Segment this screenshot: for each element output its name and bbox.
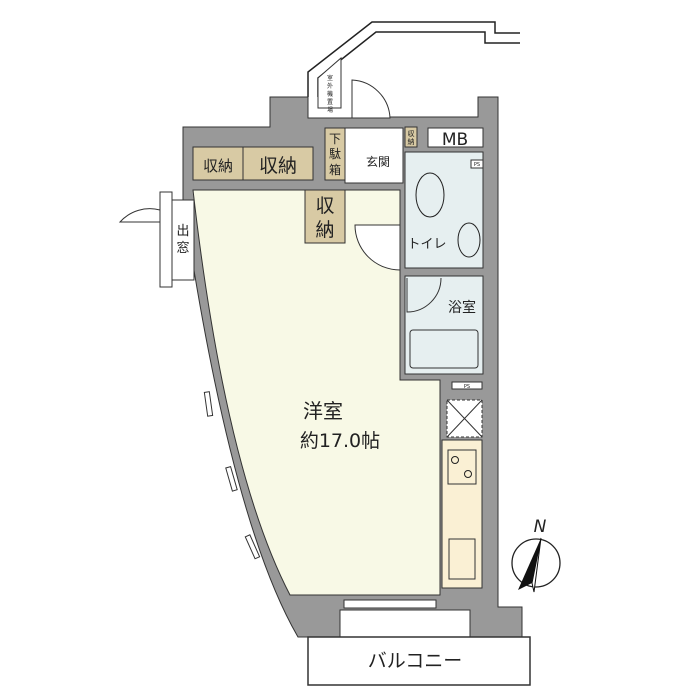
storage-label-1: 収納 (203, 157, 233, 175)
balcony-label: バルコニー (368, 650, 463, 672)
storage-label-3: 収 (315, 195, 334, 217)
bathroom-label: 浴室 (448, 299, 476, 316)
compass-icon (511, 537, 561, 593)
toilet-label: トイレ (407, 237, 446, 252)
ac-space-label: 場 (327, 106, 333, 114)
balcony (307, 636, 531, 686)
main-room-label: 洋室 (303, 399, 343, 423)
storage-label-2: 収納 (259, 155, 297, 177)
ac-space-label: 置 (327, 99, 333, 106)
main-room-size: 約17.0帖 (300, 430, 380, 452)
bay-window-label: 窓 (176, 240, 189, 256)
toilet-room (404, 151, 484, 269)
meter-box (427, 127, 484, 148)
ps-box-2 (451, 381, 483, 390)
shoe-box-label: 下 (329, 132, 341, 146)
sink-icon (457, 222, 481, 258)
burner-icon (464, 470, 472, 478)
fridge-space (446, 399, 483, 438)
compass-north-label: N (534, 517, 547, 537)
meter-box-label: MB (442, 130, 468, 150)
small-storage-label: 収 (408, 130, 415, 138)
curved-windows (203, 391, 261, 560)
kitchen-sink-icon (448, 538, 476, 580)
bathtub-icon (409, 329, 479, 369)
ps-box-1 (470, 159, 484, 169)
toilet-icon (415, 172, 445, 218)
ac-space-label: 室 (327, 74, 333, 82)
burner-icon (451, 456, 459, 464)
ps-label-1: PS (474, 162, 480, 168)
entrance-door (351, 79, 391, 119)
balcony-window (343, 599, 437, 609)
ps-label-2: PS (464, 384, 470, 390)
bay-window (118, 191, 195, 288)
toilet-door (354, 224, 401, 271)
ac-unit-space (317, 56, 342, 109)
stove-icon (447, 449, 477, 485)
ac-space-label: 外 (327, 82, 333, 90)
storage-units (192, 126, 418, 244)
bay-window-label: 出 (176, 224, 189, 239)
room-floor (192, 189, 441, 596)
shoe-box-label: 駄 (329, 146, 341, 161)
entrance-label: 玄関 (366, 154, 390, 169)
small-storage-label: 納 (408, 137, 415, 146)
storage-label-3b: 納 (315, 219, 334, 241)
shoe-box-label: 箱 (329, 162, 341, 177)
ac-space-label: 機 (327, 90, 333, 98)
bath-door (406, 277, 442, 313)
